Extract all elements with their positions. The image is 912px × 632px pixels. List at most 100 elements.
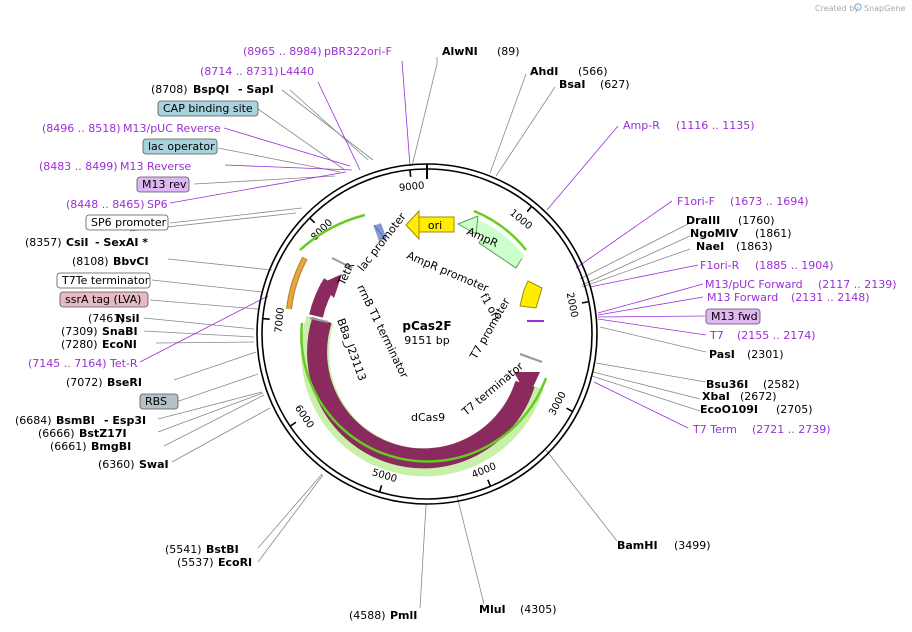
primer-f1ori-f: F1ori-F [677,195,715,208]
m13-rev-box [136,176,190,193]
ssra-tag-label: ssrA tag (LVA) [65,293,141,306]
primer-f1ori-f-range: (1673 .. 1694) [730,195,809,208]
tick-mark [262,317,270,320]
site-pasi-pos: (2301) [747,348,784,361]
site-snabi-pos: (7309) [61,325,98,338]
ori-label: ori [428,219,442,232]
primer-pbr322ori-f-range: (8965 .. 8984) [243,45,322,58]
site-ngomiv: NgoMIV [690,227,739,240]
lac-operator-label: lac operator [148,140,215,153]
m13-rev-label: M13 rev [142,178,187,191]
dcas9-label: dCas9 [411,411,445,424]
primer-tet-r-range: (7145 .. 7164) [28,357,107,370]
site-alwni-pos: (89) [497,45,520,58]
tick-mark [566,407,574,413]
snapgene-logo-icon [854,3,862,11]
cap-binding-site-label: CAP binding site [163,102,253,115]
tick-mark [378,485,383,493]
primer-sp6-range: (8448 .. 8465) [66,198,145,211]
site-bstz17i-pos: (6666) [38,427,75,440]
site-draiii-pos: (1760) [738,214,775,227]
primer-t7-term-range: (2721 .. 2739) [752,423,831,436]
primer-amp-r: Amp-R [623,119,660,132]
primer-m13-reverse: M13 Reverse [120,160,191,173]
cap-binding-site-box [157,100,259,117]
site-sexai: - SexAI * [95,236,148,249]
site-naei: NaeI [696,240,724,253]
sp6-promoter-label: SP6 promoter [91,216,167,229]
primer-tet-r: Tet-R [109,357,138,370]
primer-m13-puc-reverse-range: (8496 .. 8518) [42,122,121,135]
primer-m13-puc-reverse: M13/pUC Reverse [123,122,221,135]
site-bsai-pos: (627) [600,78,630,91]
site-bbvci-pos: (8108) [72,255,109,268]
site-bspqi: BspQI [193,83,229,96]
site-draiii: DraIII [686,214,720,227]
site-bstz17i: BstZ17I [79,427,127,440]
site-bbvci: BbvCI [113,255,149,268]
primer-m13-forward-range: (2131 .. 2148) [791,291,870,304]
tick-label: 1000 [507,208,534,233]
site-ahdi-pos: (566) [578,65,608,78]
primer-f1ori-r-range: (1885 .. 1904) [755,259,834,272]
promoter-mark-1 [331,257,353,269]
sp6-promoter-box [85,214,169,231]
primer-m13-forward: M13 Forward [707,291,778,304]
site-bamhi: BamHI [617,539,658,552]
site-pmli-pos: (4588) [349,609,386,622]
dcas9-arrowhead [514,372,540,398]
ssra-tag-box [59,291,149,308]
site-bsmbi-pos: (6684) [15,414,52,427]
site-beseri-pos: (7072) [66,376,103,389]
site-esp3i: - Esp3I [104,414,146,427]
bba-label: BBa_J23113 [334,317,369,383]
m13-fwd-box [705,308,761,325]
tick-label: 7000 [273,307,286,333]
tick-mark [526,205,533,213]
f1-ori-arrow [519,280,543,309]
plasmid-length: 9151 bp [404,334,449,347]
site-csii-pos: (8357) [25,236,62,249]
ori-arrowhead [405,209,420,241]
site-bsmbi: BsmBI [56,414,95,427]
primer-t7-range: (2155 .. 2174) [737,329,816,342]
site-bsu36i: Bsu36I [706,378,748,391]
primer-m13-puc-forward: M13/pUC Forward [705,278,803,291]
tetr-arrowhead [320,274,342,298]
credit-prefix: Created by [815,4,859,13]
right-labels: AlwNI (89) AhdI (566) BsaI (627) Amp-R (… [442,45,897,616]
site-bmgbi: BmgBI [91,440,131,453]
lac-promoter-label: lac promoter [355,210,409,274]
site-mlui-pos: (4305) [520,603,557,616]
tick-label: 3000 [547,390,569,418]
site-swai: SwaI [139,458,169,471]
tetr-label: TetR [335,260,358,288]
lac-operator-box [142,138,218,155]
t7te-terminator-box [56,272,151,289]
site-ecori-pos: (5537) [177,556,214,569]
rbs-label: RBS [145,395,167,408]
primer-m13-puc-forward-range: (2117 .. 2139) [818,278,897,291]
site-mlui: MluI [479,603,506,616]
tick-label: 2000 [564,291,580,318]
site-ngomiv-pos: (1861) [755,227,792,240]
site-bstbi: BstBI [206,543,239,556]
site-bamhi-pos: (3499) [674,539,711,552]
tick-label: 9000 [399,181,425,195]
primer-t7: T7 [709,329,724,342]
site-bmgbi-pos: (6661) [50,440,87,453]
credit-brand: SnapGene [864,4,905,13]
site-csii: CsiI [66,236,88,249]
site-ecoo109i: EcoO109I [700,403,758,416]
tick-mark [487,479,492,487]
primer-l4440-range: (8714 .. 8731) [200,65,279,78]
ssra-arc [287,257,307,310]
lac-promoter-marks [373,223,387,241]
site-xbai-pos: (2672) [740,390,777,403]
site-beseri: BseRI [107,376,142,389]
tick-mark [289,421,297,427]
tick-label: 6000 [292,403,315,430]
ampr-arrowhead [456,215,479,235]
site-bsu36i-pos: (2582) [763,378,800,391]
